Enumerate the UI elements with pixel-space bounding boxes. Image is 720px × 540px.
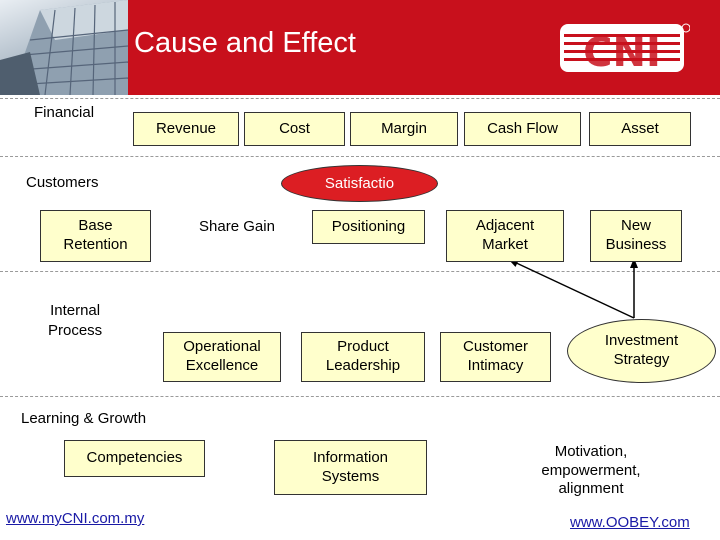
box-product-leadership: Product Leadership bbox=[301, 332, 425, 382]
arrow-investment-to-adjacent-market bbox=[508, 259, 635, 319]
building-image bbox=[0, 0, 128, 95]
lane-divider-learning bbox=[0, 396, 720, 397]
header-band: Cause and Effect CNI bbox=[0, 0, 720, 95]
ellipse-satisfaction: Satisfactio bbox=[281, 165, 438, 202]
box-margin: Margin bbox=[350, 112, 458, 146]
lane-divider-financial bbox=[0, 98, 720, 99]
lane-divider-customers bbox=[0, 156, 720, 157]
lane-label-customers: Customers bbox=[26, 174, 99, 191]
box-adjacent-market: Adjacent Market bbox=[446, 210, 564, 262]
box-positioning: Positioning bbox=[312, 210, 425, 244]
lane-divider-internal bbox=[0, 271, 720, 272]
link-mycni[interactable]: www.myCNI.com.my bbox=[6, 510, 145, 527]
label-motivation: Motivation, empowerment, alignment bbox=[541, 442, 641, 498]
box-cost: Cost bbox=[244, 112, 345, 146]
box-base-retention: Base Retention bbox=[40, 210, 151, 262]
svg-text:CNI: CNI bbox=[583, 30, 661, 74]
lane-label-learning: Learning & Growth bbox=[21, 410, 147, 427]
box-cash-flow: Cash Flow bbox=[464, 112, 581, 146]
cni-logo: CNI bbox=[560, 23, 690, 74]
lane-label-internal: Internal Process bbox=[48, 302, 103, 339]
box-asset: Asset bbox=[589, 112, 691, 146]
box-new-business: New Business bbox=[590, 210, 682, 262]
box-customer-intimacy: Customer Intimacy bbox=[440, 332, 551, 382]
box-revenue: Revenue bbox=[133, 112, 239, 146]
link-oobey[interactable]: www.OOBEY.com bbox=[570, 514, 690, 531]
page-title: Cause and Effect bbox=[134, 27, 356, 59]
lane-label-financial: Financial bbox=[34, 104, 95, 121]
building-photo bbox=[0, 0, 128, 95]
box-information-systems: Information Systems bbox=[274, 440, 427, 495]
box-competencies: Competencies bbox=[64, 440, 205, 477]
label-share-gain: Share Gain bbox=[199, 217, 275, 235]
box-operational-excellence: Operational Excellence bbox=[163, 332, 281, 382]
ellipse-investment-strategy: Investment Strategy bbox=[567, 319, 716, 383]
